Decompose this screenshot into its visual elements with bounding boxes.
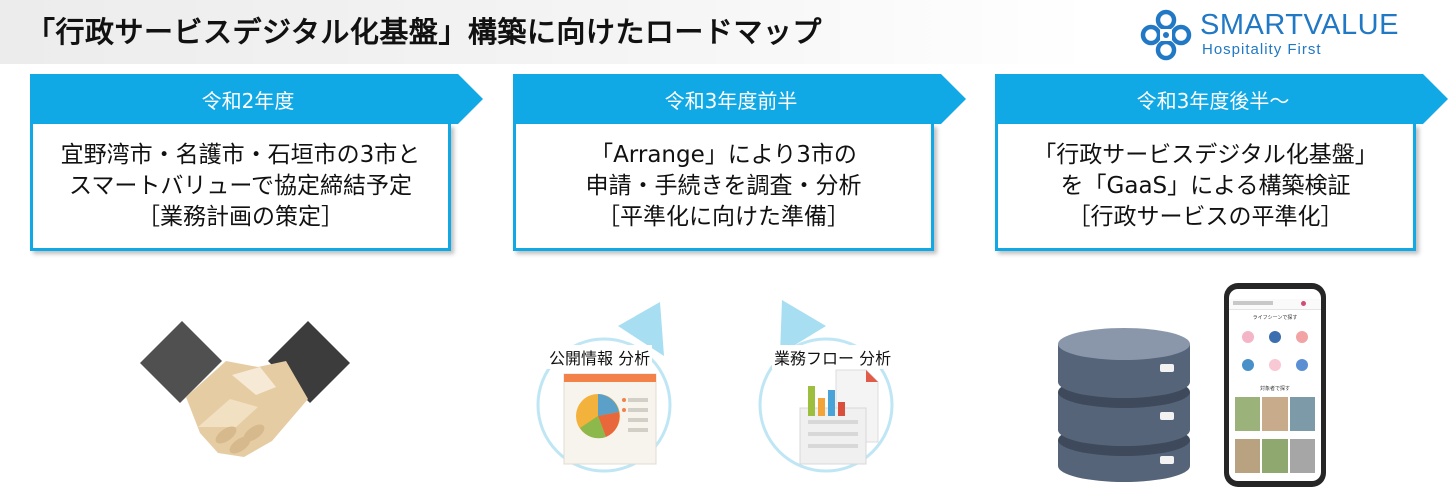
page-title: 「行政サービスデジタル化基盤」構築に向けたロードマップ bbox=[26, 15, 822, 49]
phase-label-2: 令和3年度前半 bbox=[664, 89, 798, 113]
phase-card-2: 令和3年度前半 「Arrange」により3市の 申請・手続きを調査・分析 ［平準… bbox=[513, 74, 968, 251]
phase-3-line-3: ［行政サービスの平準化］ bbox=[1067, 203, 1344, 230]
logo-tagline: Hospitality First bbox=[1202, 41, 1322, 58]
smartphone-icon: ライフシーンで探す 対象者で探す bbox=[1224, 283, 1326, 487]
handshake-icon bbox=[140, 321, 350, 457]
cycle-arrow-left-icon bbox=[618, 302, 664, 356]
logo-mark-icon bbox=[1140, 9, 1192, 61]
smartphone-screen: ライフシーンで探す 対象者で探す bbox=[1229, 289, 1321, 481]
analysis-cycle-icon bbox=[536, 300, 894, 473]
title-bar: 「行政サービスデジタル化基盤」構築に向けたロードマップ bbox=[0, 0, 1090, 64]
phase-2-line-2: 申請・手続きを調査・分析 bbox=[585, 172, 862, 199]
phase-3-line-1: 「行政サービスデジタル化基盤」 bbox=[1033, 141, 1378, 168]
phase-1-line-3: ［業務計画の策定］ bbox=[137, 203, 344, 230]
phase-1-line-2: スマートバリューで協定締結予定 bbox=[69, 172, 412, 199]
phase-body-3: 「行政サービスデジタル化基盤」 を「GaaS」による構築検証 ［行政サービスの平… bbox=[995, 124, 1416, 251]
phase-3-line-2: を「GaaS」による構築検証 bbox=[1060, 172, 1351, 199]
phase-2-line-1: 「Arrange」により3市の bbox=[590, 141, 857, 168]
phase-card-3: 令和3年度後半～ 「行政サービスデジタル化基盤」 を「GaaS」による構築検証 … bbox=[995, 74, 1448, 251]
phase-body-2: 「Arrange」により3市の 申請・手続きを調査・分析 ［平準化に向けた準備］ bbox=[513, 124, 934, 251]
phone-section-text: 対象者で探す bbox=[1259, 386, 1290, 392]
phase-arrow-3 bbox=[995, 74, 1448, 124]
report-chart-icon bbox=[563, 373, 657, 465]
phase-header-3: 令和3年度後半～ bbox=[995, 74, 1448, 124]
logo-name: SMARTVALUE bbox=[1200, 9, 1399, 41]
smartvalue-logo: SMARTVALUE Hospitality First bbox=[1138, 8, 1428, 62]
phase-body-1: 宜野湾市・名護市・石垣市の3市と スマートバリューで協定締結予定 ［業務計画の策… bbox=[30, 124, 451, 251]
phase-1-line-1: 宜野湾市・名護市・石垣市の3市と bbox=[60, 141, 421, 168]
cycle-label-workflow: 業務フロー 分析 bbox=[772, 345, 894, 369]
phase-label-3: 令和3年度後半～ bbox=[1136, 89, 1290, 113]
phase-arrow-2 bbox=[513, 74, 966, 124]
phone-header-text: ライフシーンで探す bbox=[1252, 315, 1298, 321]
phase-2-line-3: ［平準化に向けた準備］ bbox=[597, 203, 850, 230]
phase-header-2: 令和3年度前半 bbox=[513, 74, 968, 124]
phase-label-1: 令和2年度 bbox=[201, 89, 295, 113]
database-icon bbox=[1058, 328, 1190, 482]
phase-header-1: 令和2年度 bbox=[30, 74, 485, 124]
workflow-document-icon bbox=[799, 369, 879, 465]
cycle-arrow-right-icon bbox=[780, 300, 826, 354]
cycle-label-public-info: 公開情報 分析 bbox=[547, 345, 653, 369]
phase-card-1: 令和2年度 宜野湾市・名護市・石垣市の3市と スマートバリューで協定締結予定 ［… bbox=[30, 74, 485, 251]
phase-arrow-1 bbox=[30, 74, 483, 124]
